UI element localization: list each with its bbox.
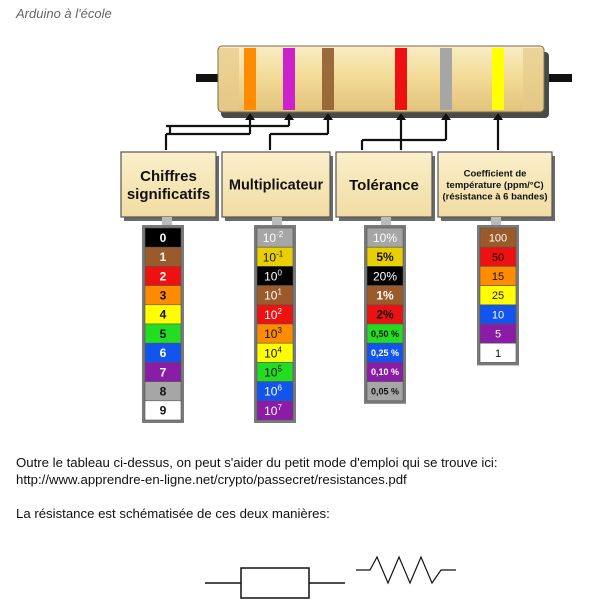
resistor-band-2 bbox=[283, 48, 295, 110]
color-code-label: 5 bbox=[160, 327, 167, 341]
resistor-schematic-box-symbol bbox=[205, 567, 345, 599]
box-column-connector bbox=[491, 217, 501, 225]
resistor-band-4 bbox=[395, 48, 407, 110]
multiplier-label: 107 bbox=[264, 403, 282, 418]
digit-column-cell bbox=[144, 400, 182, 421]
tolerance-label: 0,25 % bbox=[371, 348, 399, 358]
resistor-band-3 bbox=[322, 48, 334, 110]
arrow-head bbox=[284, 113, 294, 120]
resistor-band-6 bbox=[492, 48, 504, 110]
color-code-label: 1 bbox=[495, 348, 501, 360]
resistor-lead-right bbox=[546, 74, 572, 82]
resistor-band-1 bbox=[244, 48, 256, 110]
tolerance-label: 1% bbox=[376, 289, 394, 303]
category-box-label: significatifs bbox=[127, 186, 210, 203]
color-code-label: 15 bbox=[492, 271, 504, 283]
category-box-3 bbox=[335, 151, 433, 218]
tolerance-label: 20% bbox=[373, 269, 397, 283]
multiplier-label: 105 bbox=[264, 365, 282, 380]
resistor-body bbox=[217, 45, 545, 113]
tolerance-label: 0,50 % bbox=[371, 329, 399, 339]
arrow-head bbox=[441, 113, 451, 120]
category-box-1 bbox=[120, 151, 217, 218]
category-box-2 bbox=[221, 151, 331, 218]
arrow-head bbox=[493, 113, 503, 120]
box-column-connector bbox=[162, 217, 172, 225]
resistor-cap-right bbox=[523, 48, 543, 110]
arrow-head bbox=[245, 113, 255, 120]
page-header: Arduino à l'école bbox=[16, 6, 112, 21]
color-code-label: 0 bbox=[160, 231, 167, 245]
color-code-label: 5 bbox=[495, 329, 501, 341]
category-box-label: Chiffres bbox=[140, 168, 197, 185]
resistances-pdf-link[interactable]: http://www.apprendre-en-ligne.net/crypto… bbox=[16, 472, 407, 487]
category-box-4 bbox=[437, 151, 553, 218]
multiplier-label: 102 bbox=[264, 307, 282, 322]
multiplier-label: 100 bbox=[264, 269, 282, 284]
arrow-head bbox=[396, 113, 406, 120]
tolerance-label: 0,05 % bbox=[371, 386, 399, 396]
schematic-resistor-box bbox=[240, 567, 310, 599]
arrow-head bbox=[323, 113, 333, 120]
category-box-label: Coefficient de bbox=[464, 169, 527, 180]
color-code-label: 50 bbox=[492, 252, 504, 264]
category-box-label: Tolérance bbox=[349, 177, 419, 194]
tolerance-label: 5% bbox=[376, 250, 394, 264]
multiplier-label: 101 bbox=[264, 288, 282, 303]
category-box-label: température (ppm/°C) bbox=[446, 180, 543, 191]
tempcoef-column-cell bbox=[479, 342, 517, 363]
color-code-label: 6 bbox=[160, 346, 167, 360]
color-code-label: 8 bbox=[160, 385, 167, 399]
resistor-cap-left bbox=[219, 48, 239, 110]
color-code-label: 10 bbox=[492, 309, 504, 321]
tolerance-label: 0,10 % bbox=[371, 367, 399, 377]
color-code-label: 7 bbox=[160, 365, 167, 379]
category-box-label: Multiplicateur bbox=[229, 178, 324, 194]
box-column-connector bbox=[381, 217, 391, 225]
resistor-schematic-zigzag-symbol bbox=[356, 555, 456, 585]
multiplier-label: 10-1 bbox=[263, 249, 284, 264]
multiplier-column-cell bbox=[256, 400, 294, 421]
instruction-text: Outre le tableau ci-dessus, on peut s'ai… bbox=[16, 455, 498, 470]
color-code-label: 9 bbox=[160, 404, 167, 418]
multiplier-label: 104 bbox=[264, 345, 282, 360]
color-code-label: 100 bbox=[489, 233, 507, 245]
color-code-label: 1 bbox=[160, 250, 167, 264]
multiplier-label: 10-2 bbox=[263, 230, 284, 245]
color-code-label: 2 bbox=[160, 269, 167, 283]
multiplier-label: 106 bbox=[264, 384, 282, 399]
color-code-label: 4 bbox=[160, 308, 167, 322]
resistor-lead-left bbox=[196, 74, 222, 82]
tolerance-label: 2% bbox=[376, 308, 394, 322]
tolerance-column-cell bbox=[366, 381, 404, 402]
resistor-band-5 bbox=[440, 48, 452, 110]
tolerance-label: 10% bbox=[373, 231, 397, 245]
multiplier-label: 103 bbox=[264, 326, 282, 341]
category-box-label: (résistance à 6 bandes) bbox=[442, 191, 547, 202]
box-column-connector bbox=[272, 217, 282, 225]
color-code-label: 25 bbox=[492, 290, 504, 302]
color-code-label: 3 bbox=[160, 289, 167, 303]
schematic-intro-text: La résistance est schématisée de ces deu… bbox=[16, 506, 330, 521]
